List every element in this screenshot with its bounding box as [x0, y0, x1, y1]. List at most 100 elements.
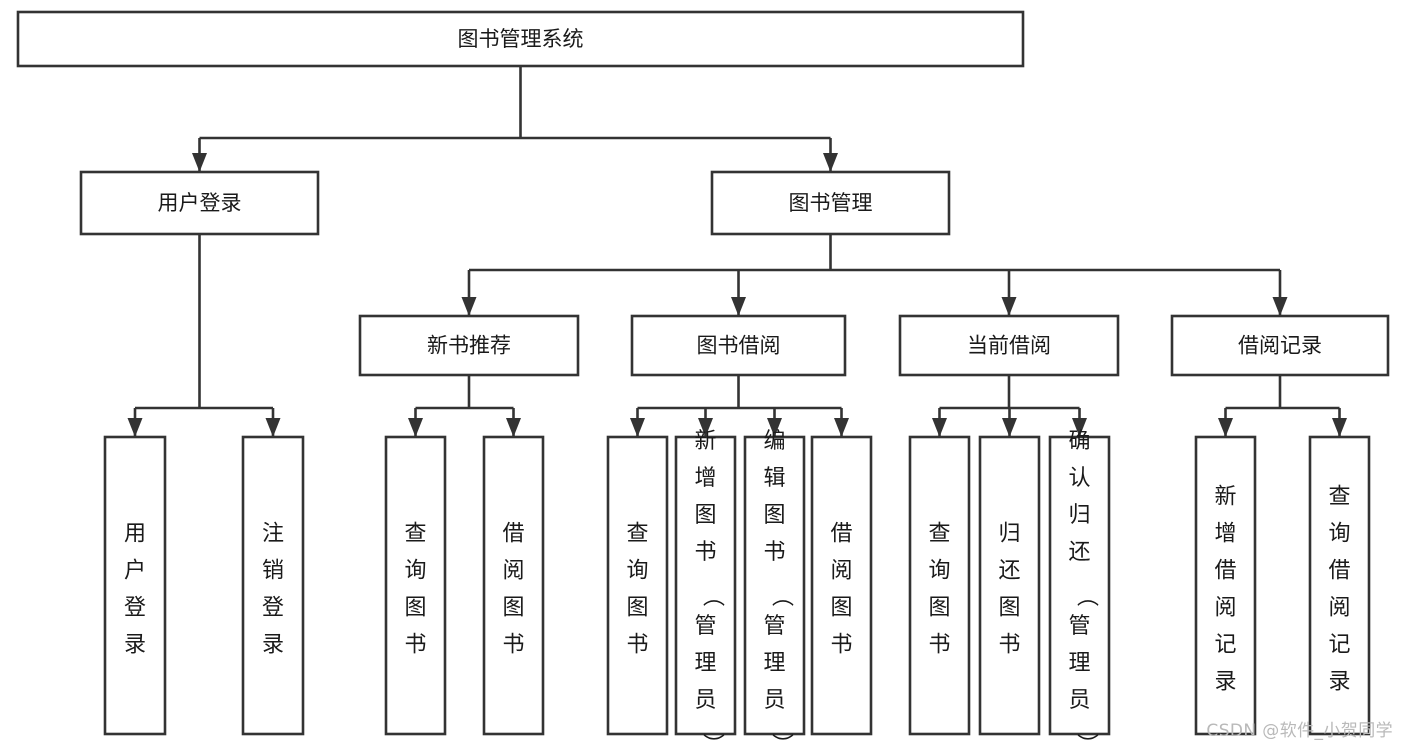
node-box [103, 435, 167, 736]
node-label-char: （ [700, 585, 725, 607]
node-label-char: 借 [1214, 558, 1236, 583]
node-label-char: （ [1074, 585, 1099, 607]
node-label-char: 理 [694, 651, 716, 676]
node-label-char: 查 [404, 521, 426, 546]
node-box [482, 435, 545, 736]
node-label-char: 管 [763, 614, 785, 639]
node-label-char: 查 [1328, 484, 1350, 509]
node-label-char: 书 [763, 540, 785, 565]
arrow-head [731, 297, 746, 316]
node-box [898, 314, 1120, 377]
node-label-char: 询 [626, 558, 648, 583]
node-box [16, 10, 1025, 68]
node-label-char: 阅 [1214, 595, 1236, 620]
arrow-head [265, 418, 281, 437]
node-login[interactable]: 用户登录 [79, 170, 320, 236]
node-label-char: 图 [928, 595, 950, 620]
node-label-char: 询 [928, 558, 950, 583]
node-box [810, 435, 873, 736]
node-label-char: 管 [1068, 614, 1090, 639]
node-label-char: 用 [124, 521, 146, 546]
node-label-char: 编 [763, 429, 785, 454]
node-label-char: 书 [830, 632, 852, 657]
node-bookmgmt[interactable]: 图书管理 [710, 170, 951, 236]
node-recommend[interactable]: 新书推荐 [358, 314, 580, 377]
node-label-char: 书 [928, 632, 950, 657]
node-label-char: 图 [998, 595, 1020, 620]
node-label-char: 登 [262, 595, 284, 620]
node-label-char: 录 [262, 632, 284, 657]
node-label-char: 增 [694, 466, 716, 491]
node-box [1194, 435, 1257, 736]
node-label-char: 员 [694, 688, 716, 713]
node-label-char: 注 [262, 521, 284, 546]
node-current[interactable]: 当前借阅 [898, 314, 1120, 377]
node-label-char: 记 [1328, 632, 1350, 657]
node-label-char: 还 [1068, 540, 1090, 565]
node-leaf-user-login[interactable]: 用户登录 [103, 435, 167, 736]
node-label-char: 阅 [502, 558, 524, 583]
node-box [908, 435, 971, 736]
node-label-char: 查 [928, 521, 950, 546]
node-label: 图书管理 [789, 191, 873, 215]
node-box [384, 435, 447, 736]
node-label: 图书借阅 [697, 334, 781, 358]
arrow-head [1002, 418, 1017, 437]
node-label-char: 新 [1214, 484, 1236, 509]
node-label-char: 图 [502, 595, 524, 620]
node-box [743, 435, 806, 736]
arrow-head [630, 418, 645, 437]
node-label-char: 登 [124, 595, 146, 620]
arrow-head [461, 297, 477, 316]
node-label-char: 借 [502, 521, 524, 546]
node-label: 借阅记录 [1238, 334, 1322, 358]
node-root[interactable]: 图书管理系统 [16, 10, 1025, 68]
arrow-head [932, 418, 947, 437]
nodes-layer: 图书管理系统用户登录图书管理新书推荐图书借阅当前借阅借阅记录用户登录注销登录查询… [16, 10, 1390, 747]
node-box [1308, 435, 1371, 736]
node-label-char: 归 [998, 521, 1020, 546]
node-label-char: 阅 [830, 558, 852, 583]
node-box [606, 435, 669, 736]
csdn-watermark: CSDN @软件_小贺同学 [1206, 721, 1393, 741]
node-record[interactable]: 借阅记录 [1170, 314, 1390, 377]
node-box [1048, 435, 1111, 736]
node-label-char: 新 [694, 429, 716, 454]
connectors-layer [127, 66, 1347, 437]
node-label-char: 书 [998, 632, 1020, 657]
node-label-char: 录 [1214, 669, 1236, 694]
arrow-head [1072, 418, 1087, 437]
node-label: 图书管理系统 [458, 27, 584, 51]
node-label: 用户登录 [158, 191, 242, 215]
node-label-char: 查 [626, 521, 648, 546]
node-label-char: 销 [262, 558, 284, 583]
node-label-char: 询 [404, 558, 426, 583]
node-box [978, 435, 1041, 736]
node-borrow[interactable]: 图书借阅 [630, 314, 847, 377]
node-label-char: 员 [1068, 688, 1090, 713]
node-label-char: 阅 [1328, 595, 1350, 620]
node-label-char: 员 [763, 688, 785, 713]
node-label-char: 确 [1068, 429, 1090, 454]
arrow-head [506, 418, 521, 437]
node-box [358, 314, 580, 377]
node-label: 当前借阅 [967, 334, 1051, 358]
node-label-char: 借 [1328, 558, 1350, 583]
node-label-char: 辑 [763, 466, 785, 491]
arrow-head [1218, 418, 1233, 437]
arrow-head [192, 153, 207, 172]
